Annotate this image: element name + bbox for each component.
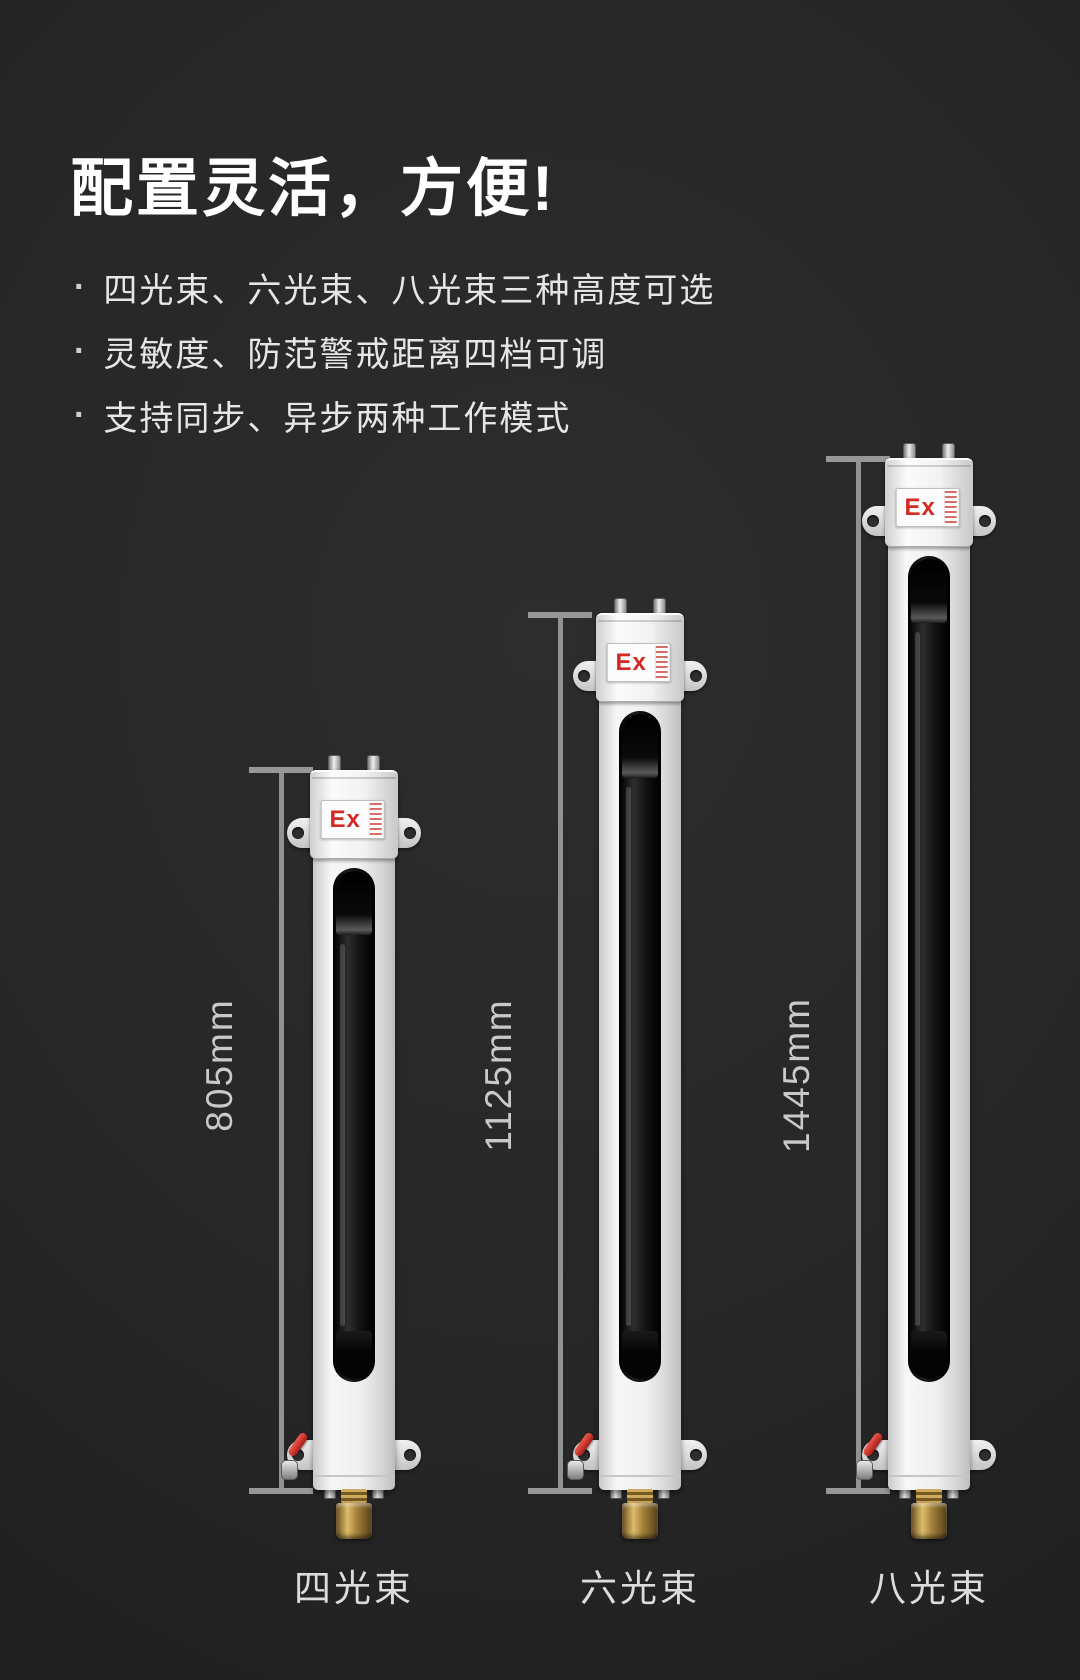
beam-window bbox=[619, 711, 661, 1382]
variant-label-six-beam: 六光束 bbox=[580, 1568, 700, 1609]
mounting-ear bbox=[394, 818, 421, 848]
beam-detector-four-beam: Ex bbox=[281, 755, 421, 1539]
dimension-cap-bottom bbox=[249, 1488, 313, 1494]
variant-label-four-beam: 四光束 bbox=[294, 1568, 414, 1609]
dimension-line bbox=[557, 618, 563, 1488]
page-title: 配置灵活，方便! bbox=[70, 154, 556, 224]
mounting-ear bbox=[573, 661, 600, 691]
mounting-hole bbox=[578, 670, 590, 682]
ex-certification-plate: Ex bbox=[895, 488, 960, 527]
beam-window bbox=[908, 556, 950, 1382]
mounting-ear bbox=[680, 1440, 707, 1470]
dimension-cap-top bbox=[528, 612, 592, 618]
valve-cap bbox=[856, 1460, 873, 1480]
window-reflection bbox=[340, 944, 345, 1326]
beam-detector-six-beam: Ex bbox=[567, 598, 707, 1539]
mounting-ear bbox=[287, 818, 314, 848]
brass-cable-gland bbox=[620, 1489, 660, 1539]
window-reflection bbox=[626, 787, 631, 1326]
feature-text: 支持同步、异步两种工作模式 bbox=[103, 399, 572, 438]
gland-thread bbox=[916, 1489, 942, 1503]
mounting-ear bbox=[862, 506, 889, 536]
dimension-value: 1125mm bbox=[478, 998, 519, 1152]
mounting-hole bbox=[979, 1449, 991, 1461]
feature-item: · 四光束、六光束、八光束三种高度可选 bbox=[74, 255, 715, 319]
dimension-line-1125mm: 1125mm bbox=[478, 612, 592, 1494]
bullet-dot: · bbox=[74, 331, 88, 370]
mounting-ear bbox=[969, 1440, 996, 1470]
cert-text-strip bbox=[943, 491, 957, 524]
bullet-dot: · bbox=[74, 395, 88, 434]
beam-detector-eight-beam: Ex bbox=[856, 443, 996, 1539]
ex-mark: Ex bbox=[615, 648, 647, 676]
ex-certification-plate: Ex bbox=[320, 800, 385, 839]
ex-mark: Ex bbox=[329, 805, 361, 833]
dimension-value: 805mm bbox=[199, 998, 240, 1132]
feature-list: · 四光束、六光束、八光束三种高度可选 · 灵敏度、防范警戒距离四档可调 · 支… bbox=[74, 255, 715, 447]
gland-body bbox=[336, 1503, 372, 1539]
feature-item: · 灵敏度、防范警戒距离四档可调 bbox=[74, 319, 715, 383]
feature-text: 灵敏度、防范警戒距离四档可调 bbox=[103, 335, 608, 374]
dimension-line-1445mm: 1445mm bbox=[776, 456, 890, 1494]
dimension-cap-bottom bbox=[826, 1488, 890, 1494]
dimension-line bbox=[855, 462, 861, 1488]
mounting-hole bbox=[690, 670, 702, 682]
gland-body bbox=[911, 1503, 947, 1539]
window-reflection bbox=[915, 632, 920, 1326]
mounting-hole bbox=[404, 827, 416, 839]
mounting-hole bbox=[867, 515, 879, 527]
brass-cable-gland bbox=[334, 1489, 374, 1539]
brass-cable-gland bbox=[909, 1489, 949, 1539]
dimension-line bbox=[278, 773, 284, 1488]
red-valve bbox=[856, 1431, 890, 1482]
feature-item: · 支持同步、异步两种工作模式 bbox=[74, 383, 715, 447]
mounting-hole bbox=[690, 1449, 702, 1461]
red-valve bbox=[281, 1431, 315, 1482]
bullet-dot: · bbox=[74, 267, 88, 306]
dimension-value: 1445mm bbox=[776, 997, 817, 1153]
mounting-ear bbox=[394, 1440, 421, 1470]
gland-body bbox=[622, 1503, 658, 1539]
ex-certification-plate: Ex bbox=[606, 643, 671, 682]
mounting-ear bbox=[680, 661, 707, 691]
mounting-hole bbox=[979, 515, 991, 527]
red-valve bbox=[567, 1431, 601, 1482]
dimension-cap-top bbox=[826, 456, 890, 462]
mounting-ear bbox=[969, 506, 996, 536]
ex-mark: Ex bbox=[904, 493, 936, 521]
gland-thread bbox=[627, 1489, 653, 1503]
variant-label-eight-beam: 八光束 bbox=[869, 1568, 989, 1609]
dimension-cap-bottom bbox=[528, 1488, 592, 1494]
beam-window bbox=[333, 868, 375, 1382]
mounting-hole bbox=[292, 827, 304, 839]
gland-thread bbox=[341, 1489, 367, 1503]
feature-text: 四光束、六光束、八光束三种高度可选 bbox=[103, 271, 716, 310]
mounting-hole bbox=[404, 1449, 416, 1461]
dimension-line-805mm: 805mm bbox=[199, 767, 313, 1494]
cert-text-strip bbox=[368, 803, 382, 836]
dimension-cap-top bbox=[249, 767, 313, 773]
valve-cap bbox=[281, 1460, 298, 1480]
cert-text-strip bbox=[654, 646, 668, 679]
valve-cap bbox=[567, 1460, 584, 1480]
